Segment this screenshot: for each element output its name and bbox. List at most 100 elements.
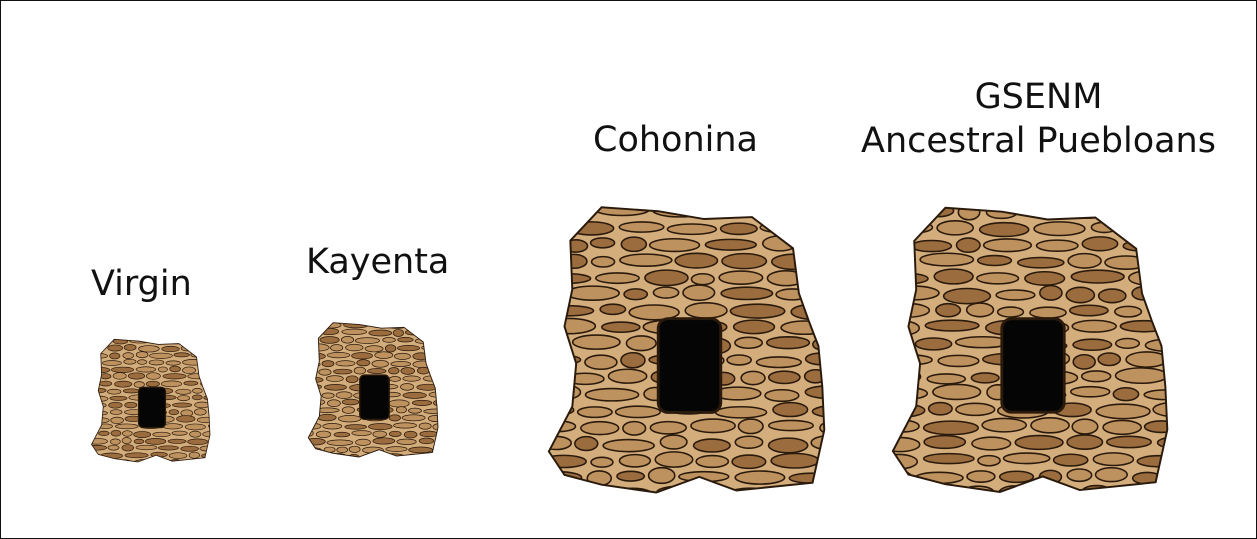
stone [1165, 469, 1187, 481]
stone [1153, 402, 1198, 416]
stone [620, 254, 672, 266]
stone [1126, 352, 1167, 367]
stone [85, 353, 108, 358]
stone [732, 455, 766, 468]
stone [207, 360, 221, 365]
stone [881, 273, 928, 284]
stone [999, 486, 1030, 502]
stone [596, 273, 639, 283]
stone [394, 423, 417, 428]
stone [1120, 321, 1167, 332]
stone [108, 445, 119, 450]
stone [1145, 339, 1187, 351]
stone [333, 369, 352, 374]
stone [1107, 436, 1152, 447]
stone [534, 338, 567, 353]
stone [319, 369, 331, 375]
stone [342, 329, 367, 335]
stone [422, 455, 435, 461]
stone [541, 455, 586, 467]
doorway [360, 375, 389, 419]
stone [341, 336, 353, 343]
stone [189, 452, 199, 458]
stone [394, 353, 410, 359]
stone [1173, 272, 1200, 286]
stone [113, 373, 126, 380]
stone [322, 361, 334, 367]
stone [149, 353, 172, 358]
stone [146, 373, 160, 380]
stone [440, 337, 459, 342]
stone [534, 287, 563, 302]
stone [808, 270, 848, 281]
stone [1174, 371, 1209, 386]
stone [326, 376, 343, 382]
stone [741, 371, 765, 384]
stone [87, 445, 106, 450]
stone [369, 330, 392, 336]
stone [373, 438, 395, 444]
granary-gsenm [887, 197, 1179, 495]
stone [158, 446, 178, 450]
stone [812, 405, 863, 417]
stone [109, 402, 123, 408]
stone [198, 368, 212, 373]
stone [304, 393, 319, 398]
stone [696, 456, 728, 468]
stone [430, 322, 455, 327]
stone [442, 329, 462, 334]
stone [1115, 306, 1142, 317]
stone [566, 373, 604, 384]
stone [814, 289, 836, 300]
stone [716, 407, 767, 418]
stone [209, 409, 223, 415]
stone [302, 415, 316, 422]
stone [534, 254, 559, 269]
stone [124, 359, 136, 364]
stone [88, 417, 109, 423]
stone [442, 385, 456, 390]
stone [368, 423, 392, 429]
stone [188, 439, 208, 445]
stone [1108, 207, 1148, 220]
stone [645, 270, 688, 285]
stone [1067, 435, 1102, 449]
stone [569, 487, 608, 502]
stone [327, 440, 353, 446]
stone [538, 221, 565, 235]
stone [342, 407, 354, 414]
label-gsenm: GSENM Ancestral Puebloans [861, 76, 1216, 164]
stone [316, 431, 331, 438]
stone [107, 389, 121, 394]
stone [153, 338, 164, 344]
stone [881, 257, 914, 269]
stone [537, 206, 589, 219]
stone [883, 221, 932, 233]
stone [742, 204, 788, 218]
stone [301, 353, 325, 360]
stone [99, 381, 111, 386]
stone [608, 369, 646, 383]
stone [410, 322, 428, 327]
stone [536, 490, 566, 501]
stone [705, 239, 756, 250]
stone [982, 418, 1026, 431]
stone [165, 339, 187, 344]
stone [336, 392, 352, 399]
stone [617, 471, 644, 481]
stone [602, 322, 640, 332]
stone [623, 422, 646, 435]
stone [823, 253, 860, 267]
stone [912, 240, 952, 251]
stone [168, 439, 186, 443]
stone [1158, 289, 1186, 303]
stone [182, 359, 204, 365]
stone [626, 336, 656, 351]
granary-virgin [87, 336, 217, 462]
stone [727, 355, 751, 365]
stone [1113, 388, 1138, 401]
stone [958, 205, 979, 220]
stone [972, 437, 1011, 450]
stone [305, 455, 328, 462]
stone [1116, 339, 1140, 349]
